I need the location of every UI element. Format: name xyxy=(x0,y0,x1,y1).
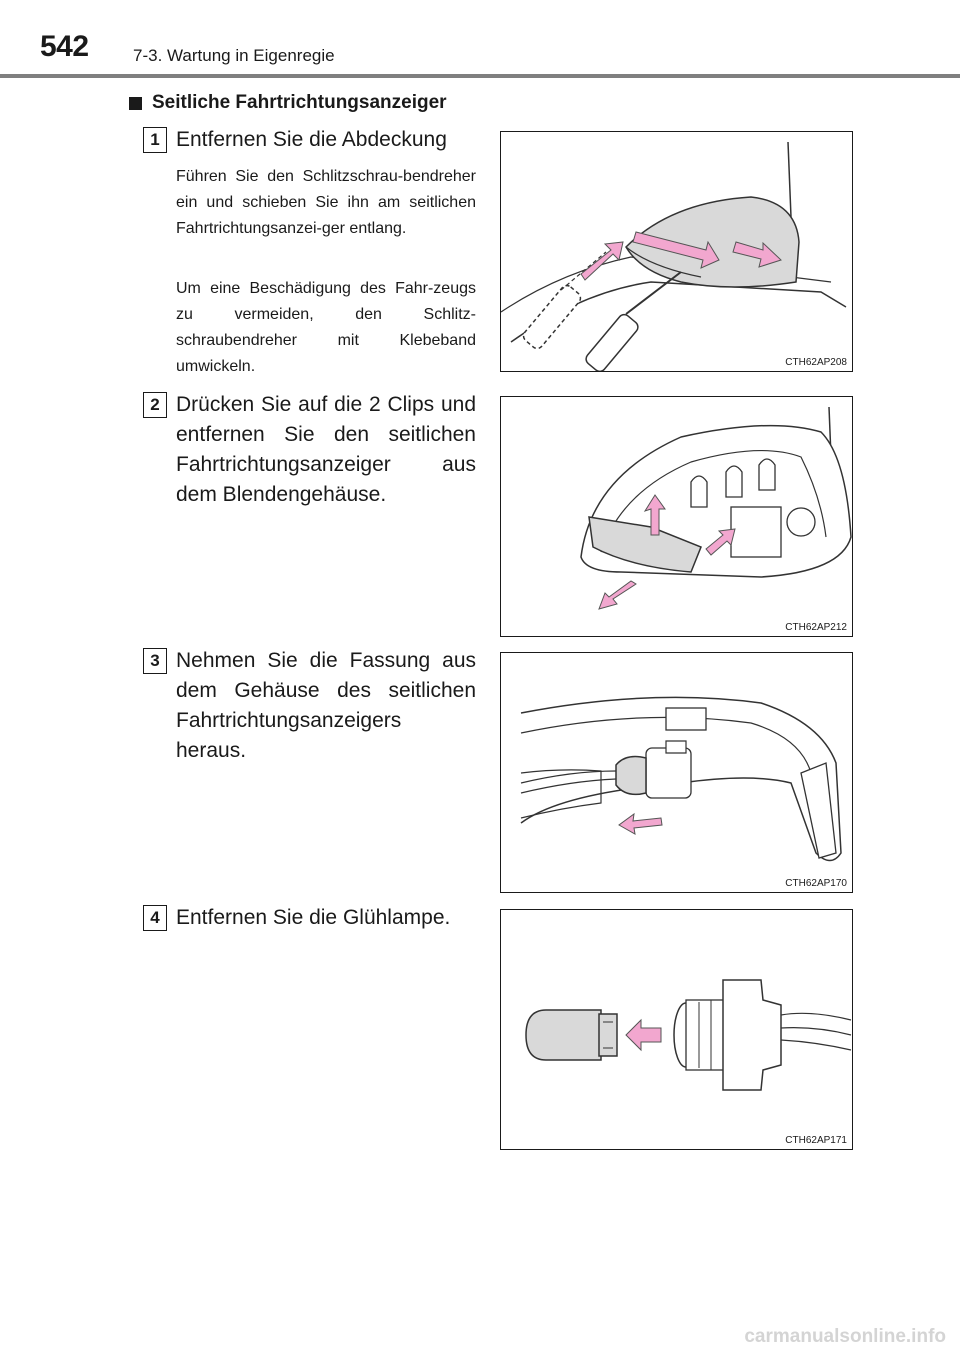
step-number-4: 4 xyxy=(143,905,167,931)
section-heading: Seitliche Fahrtrichtungsanzeiger xyxy=(129,92,447,114)
step-1-description: Führen Sie den Schlitzschrau-bendreher e… xyxy=(176,168,476,237)
step-number-3: 3 xyxy=(143,648,167,674)
turn-signal-housing-illustration xyxy=(580,406,852,610)
pink-arrow-icon xyxy=(598,580,637,610)
step-number-2: 2 xyxy=(143,392,167,418)
figure-code: CTH62AP170 xyxy=(785,878,847,889)
bulb-socket-illustration xyxy=(520,696,842,862)
pink-arrow-icon xyxy=(632,231,720,269)
pink-arrow-icon xyxy=(625,1018,662,1052)
figure-code: CTH62AP171 xyxy=(785,1135,847,1146)
step-2-title: Drücken Sie auf die 2 Clips und entferne… xyxy=(176,393,476,506)
figure-step-1: CTH62AP208 xyxy=(500,131,853,372)
pink-arrow-icon xyxy=(618,812,663,835)
figure-code: CTH62AP208 xyxy=(785,357,847,368)
figure-step-3: CTH62AP170 xyxy=(500,652,853,893)
figure-step-2: CTH62AP212 xyxy=(500,396,853,637)
header-rule xyxy=(0,74,960,78)
step-4-title: Entfernen Sie die Glühlampe. xyxy=(176,906,451,929)
section-title: Seitliche Fahrtrichtungsanzeiger xyxy=(152,92,447,113)
step-1-title: Entfernen Sie die Abdeckung xyxy=(176,128,447,151)
step-3-title: Nehmen Sie die Fassung aus dem Gehäuse d… xyxy=(176,649,476,762)
bulb-removal-illustration xyxy=(525,979,852,1091)
page-number: 542 xyxy=(40,30,89,63)
mirror-cover-illustration xyxy=(501,141,847,371)
figure-code: CTH62AP212 xyxy=(785,622,847,633)
figure-step-4: CTH62AP171 xyxy=(500,909,853,1150)
square-bullet-icon xyxy=(129,96,142,110)
step-1-note: Um eine Beschädigung des Fahr-zeugs zu v… xyxy=(176,280,476,375)
watermark: carmanualsonline.info xyxy=(744,1326,946,1347)
step-number-1: 1 xyxy=(143,127,167,153)
chapter-title: 7-3. Wartung in Eigenregie xyxy=(133,46,335,65)
